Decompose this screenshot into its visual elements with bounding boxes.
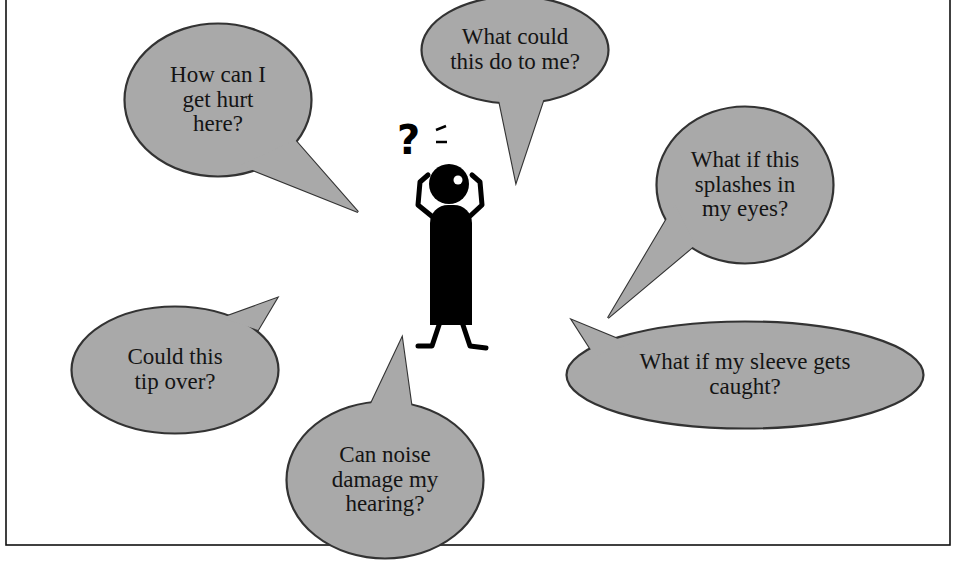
bubble-text-group: What could this do to me? <box>450 25 580 75</box>
bubble-text: What if my sleeve gets caught? <box>638 350 853 400</box>
speech-bubble: What if my sleeve gets caught? <box>565 320 925 430</box>
bubble-text-group: How can I get hurt here? <box>162 63 274 137</box>
speech-bubble: Can noise damage my hearing? <box>285 400 485 560</box>
stick-figure <box>418 126 486 348</box>
question-mark: ? <box>397 120 420 160</box>
bubble-text: Can noise damage my hearing? <box>326 443 444 517</box>
bubble-text: What could this do to me? <box>450 25 580 75</box>
speech-bubble: How can I get hurt here? <box>123 22 313 178</box>
bubble-text-group: Can noise damage my hearing? <box>326 443 444 517</box>
speech-bubble: Could this tip over? <box>70 305 280 435</box>
bubble-text: How can I get hurt here? <box>162 63 274 137</box>
speech-bubble: What could this do to me? <box>420 0 610 105</box>
bubble-text: Could this tip over? <box>114 345 236 395</box>
bubble-text-group: What if my sleeve gets caught? <box>638 350 853 400</box>
bubble-text: What if this splashes in my eyes? <box>686 148 804 222</box>
bubble-text-group: Could this tip over? <box>114 345 236 395</box>
bubble-text-group: What if this splashes in my eyes? <box>686 148 804 222</box>
speech-bubble: What if this splashes in my eyes? <box>655 105 835 265</box>
